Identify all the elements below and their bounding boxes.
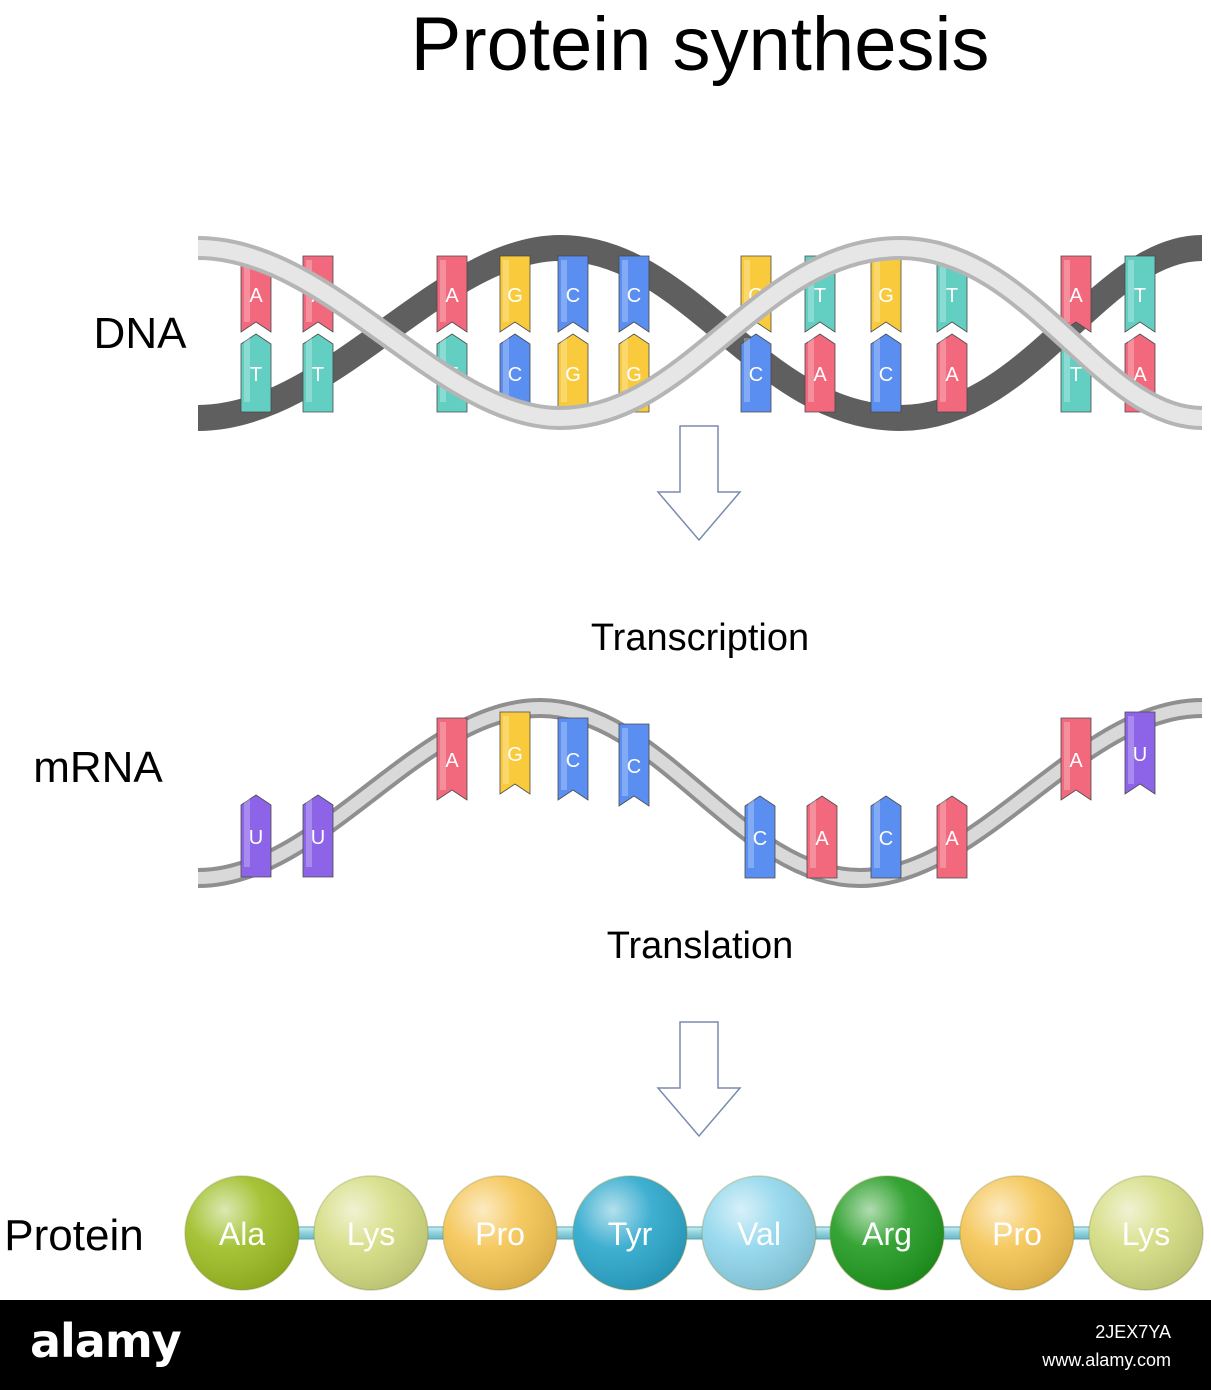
nucleotide-base [240, 794, 272, 878]
amino-acid-label: Arg [862, 1216, 912, 1252]
base-letter: U [1133, 744, 1147, 766]
base-letter: C [749, 364, 763, 386]
base-letter: A [1069, 750, 1083, 772]
nucleotide-base [618, 255, 650, 333]
nucleotide-base [302, 794, 334, 878]
amino-acid-pro: Pro [442, 1175, 558, 1291]
base-letter: C [508, 364, 522, 386]
amino-acid-arg: Arg [829, 1175, 945, 1291]
protein-label: Protein [4, 1211, 143, 1260]
nucleotide-base [499, 255, 531, 333]
alamy-logo: alamy [30, 1314, 182, 1368]
nucleotide-base [744, 795, 776, 879]
base-letter: C [627, 285, 641, 307]
amino-acid-label: Lys [347, 1216, 396, 1252]
nucleotide-base [557, 333, 589, 413]
protein-amino-acids: Ala Lys Pro Tyr Val Arg Pro Lys [184, 1175, 1204, 1291]
page-title: Protein synthesis [411, 2, 990, 87]
base-letter: A [945, 364, 959, 386]
amino-acid-label: Pro [992, 1216, 1042, 1252]
amino-acid-ala: Ala [184, 1175, 300, 1291]
dna-front-strand [197, 235, 1203, 431]
nucleotide-base [557, 717, 589, 801]
base-letter: C [627, 756, 641, 778]
amino-acid-lys: Lys [313, 1175, 429, 1291]
base-letter: A [1133, 364, 1147, 386]
mrna-label: mRNA [33, 743, 163, 792]
base-letter: U [249, 827, 263, 849]
nucleotide-base [557, 255, 589, 333]
base-letter: G [878, 285, 894, 307]
base-letter: A [815, 828, 829, 850]
base-letter: G [507, 285, 523, 307]
base-letter: A [445, 285, 459, 307]
nucleotide-base [740, 333, 772, 413]
nucleotide-base [618, 723, 650, 807]
base-letter: A [445, 750, 459, 772]
base-letter: C [879, 828, 893, 850]
amino-acid-label: Ala [219, 1216, 265, 1252]
protein-synthesis-diagram: Protein synthesis A T A T A T G C C G C G G C T A G C T A A T… [4, 2, 1204, 1291]
amino-acid-val: Val [701, 1175, 817, 1291]
amino-acid-tyr: Tyr [572, 1175, 688, 1291]
base-letter: C [566, 285, 580, 307]
amino-acid-label: Tyr [608, 1216, 653, 1252]
base-letter: T [1070, 364, 1082, 386]
dna-label: DNA [94, 309, 188, 358]
image-id: 2JEX7YA [1095, 1322, 1171, 1342]
translation-arrow-icon [656, 1021, 742, 1138]
nucleotide-base [1124, 711, 1156, 795]
translation-label: Translation [607, 925, 794, 967]
amino-acid-label: Lys [1122, 1216, 1171, 1252]
amino-acid-label: Pro [475, 1216, 525, 1252]
site-url: www.alamy.com [1042, 1350, 1171, 1370]
nucleotide-base [302, 333, 334, 413]
base-letter: G [507, 744, 523, 766]
base-letter: A [1069, 285, 1083, 307]
amino-acid-lys: Lys [1088, 1175, 1204, 1291]
transcription-arrow-icon [656, 425, 742, 542]
base-letter: G [626, 364, 642, 386]
amino-acid-label: Val [737, 1216, 781, 1252]
base-letter: C [753, 828, 767, 850]
nucleotide-base [936, 795, 968, 879]
transcription-label: Transcription [591, 617, 809, 659]
nucleotide-base [870, 333, 902, 413]
base-letter: A [945, 828, 959, 850]
base-letter: G [565, 364, 581, 386]
nucleotide-base [240, 333, 272, 413]
nucleotide-base [436, 717, 468, 801]
nucleotide-base [936, 333, 968, 413]
base-letter: T [1134, 285, 1146, 307]
mrna-bases: U U A G C C C A C A A U [240, 711, 1156, 879]
nucleotide-base [1124, 255, 1156, 333]
base-letter: C [879, 364, 893, 386]
base-letter: T [250, 364, 262, 386]
nucleotide-base [804, 333, 836, 413]
nucleotide-base [499, 711, 531, 795]
nucleotide-base [870, 795, 902, 879]
base-letter: A [813, 364, 827, 386]
nucleotide-base [806, 795, 838, 879]
base-letter: C [566, 750, 580, 772]
base-letter: T [814, 285, 826, 307]
footer-bar: alamy 2JEX7YA www.alamy.com [0, 1300, 1211, 1390]
amino-acid-pro: Pro [959, 1175, 1075, 1291]
nucleotide-base [436, 255, 468, 333]
base-letter: T [312, 364, 324, 386]
mrna-backbone [197, 697, 1203, 889]
base-letter: T [946, 285, 958, 307]
base-letter: U [311, 827, 325, 849]
nucleotide-base [1060, 717, 1092, 801]
base-letter: A [249, 285, 263, 307]
